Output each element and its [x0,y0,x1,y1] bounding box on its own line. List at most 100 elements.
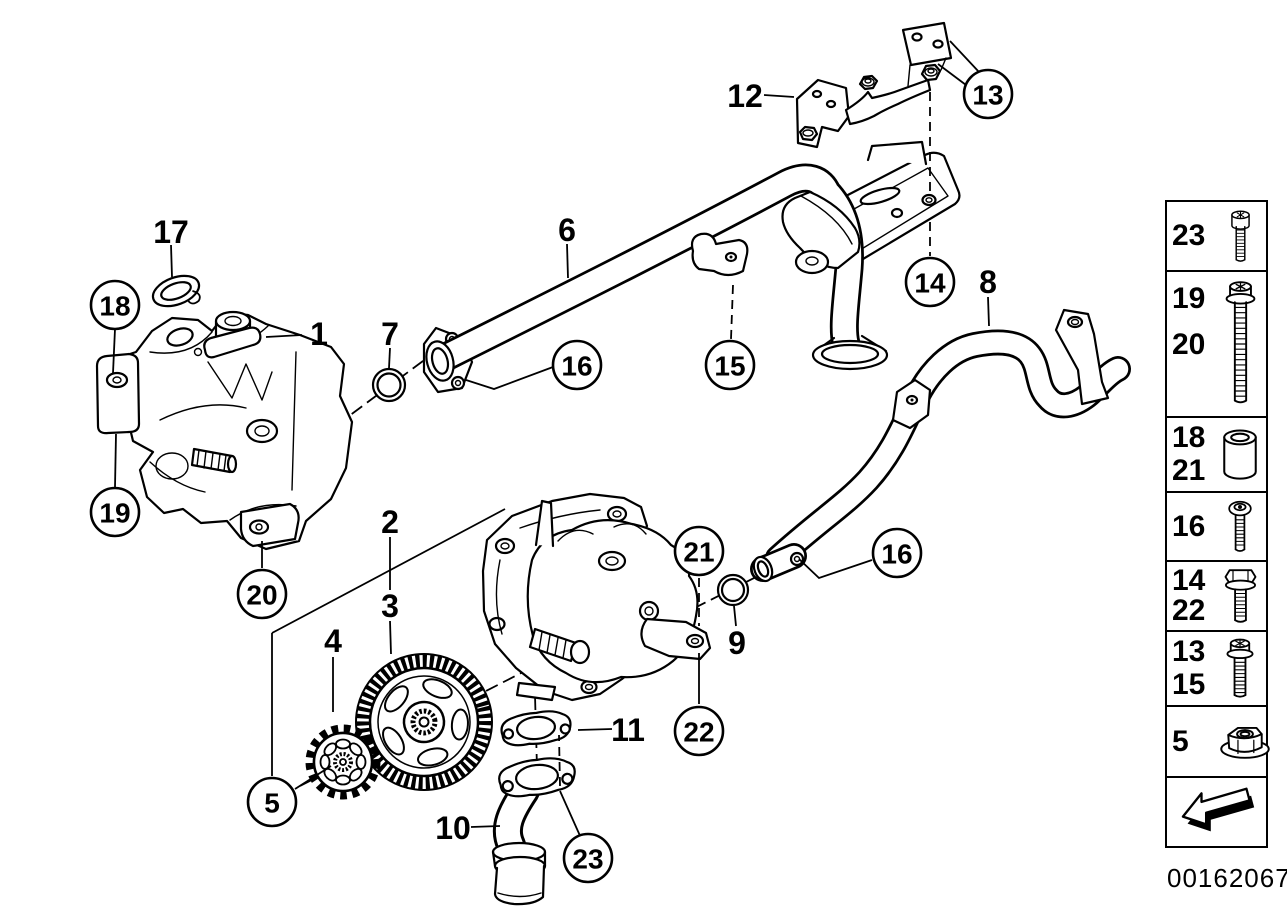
sidebar-item-16[interactable]: 16 [1165,491,1268,562]
leader-line [763,94,795,98]
oil-pipe-8-drawing[interactable] [765,308,1131,571]
return-pipe-10-drawing[interactable] [491,756,577,906]
callout-circled-23[interactable]: 23 [562,832,614,884]
svg-text:17: 17 [153,214,189,250]
leader-line [798,558,873,580]
drive-gear-3-drawing[interactable] [342,640,507,805]
torx-screw-icon [1228,500,1252,552]
leader-line [566,243,569,279]
svg-text:10: 10 [435,810,471,846]
callout-circled-20[interactable]: 20 [236,568,288,620]
svg-text:13: 13 [972,80,1003,111]
callout-plain-7[interactable]: 7 [381,316,399,352]
sidebar-item-13-15[interactable]: 13 15 [1165,630,1268,707]
leader-line [114,433,117,488]
part-number-label: 13 [1172,635,1206,669]
leader-line [465,366,554,390]
part-number-label: 5 [1172,724,1189,758]
leader-line [388,347,391,369]
torx-flange-bolt-icon [1226,638,1254,698]
callout-circled-22[interactable]: 22 [673,705,725,757]
sidebar-item-14-22[interactable]: 14 22 [1165,560,1268,632]
spacer-sleeve-icon [1223,428,1257,480]
callout-plain-11[interactable]: 11 [611,712,645,748]
svg-text:18: 18 [99,291,130,322]
hex-flange-bolt-icon [1224,569,1256,623]
callout-circled-16[interactable]: 16 [551,339,603,391]
callout-circled-5[interactable]: 5 [246,776,298,828]
sidebar-item-18-21[interactable]: 18 21 [1165,416,1268,493]
leader-line [733,605,737,627]
parts-sidebar: 23 19 20 [1165,200,1270,848]
svg-text:2: 2 [381,504,399,540]
part-number-label: 22 [1172,594,1206,627]
leader-line [559,790,582,839]
gasket-11-drawing[interactable] [500,709,572,747]
intake-funnel-drawing[interactable] [781,190,889,371]
leader-line [271,508,506,634]
callout-circled-15[interactable]: 15 [704,339,756,391]
callout-plain-6[interactable]: 6 [558,212,576,248]
sidebar-item-23[interactable]: 23 [1165,200,1268,272]
leader-line [170,244,173,278]
sidebar-item-19-20[interactable]: 19 20 [1165,270,1268,418]
leader-line [558,734,561,787]
sidebar-item-back-arrow[interactable] [1165,776,1268,848]
svg-text:11: 11 [611,712,645,748]
sprocket-4-drawing[interactable] [305,724,381,800]
svg-text:22: 22 [683,717,714,748]
leader-line [470,825,501,828]
socket-head-screw-icon [1230,210,1250,262]
callout-plain-8[interactable]: 8 [979,264,997,300]
svg-text:3: 3 [381,588,399,624]
svg-text:1: 1 [310,316,328,352]
leader-line [937,63,967,86]
back-arrow-icon [1181,787,1254,832]
callout-plain-12[interactable]: 12 [727,78,763,114]
callout-circled-16[interactable]: 16 [871,527,923,579]
leader-line [265,334,303,338]
callout-circled-13[interactable]: 13 [962,68,1014,120]
leader-line [987,296,990,327]
callout-plain-10[interactable]: 10 [435,810,471,846]
callout-plain-4[interactable]: 4 [324,623,342,659]
svg-text:21: 21 [683,537,714,568]
svg-text:16: 16 [881,539,912,570]
part-number-label: 18 [1172,421,1206,455]
leader-line [389,620,392,655]
callout-plain-9[interactable]: 9 [728,625,746,661]
callout-plain-17[interactable]: 17 [153,214,189,250]
oil-pump-2-drawing[interactable] [481,492,712,702]
leader-line [294,765,332,790]
hose-connector-drawing[interactable] [750,543,807,584]
svg-text:12: 12 [727,78,763,114]
part-number-label: 14 [1172,564,1206,597]
svg-text:23: 23 [572,844,603,875]
gasket-17-drawing[interactable] [149,270,205,316]
svg-text:16: 16 [561,351,592,382]
oil-pump-1-drawing[interactable] [95,310,354,551]
callout-circled-19[interactable]: 19 [89,486,141,538]
svg-text:7: 7 [381,316,399,352]
callout-circled-21[interactable]: 21 [673,525,725,577]
leader-line [730,284,734,340]
o-ring-9-drawing[interactable] [716,573,750,607]
suction-pipe-6-drawing[interactable] [422,163,864,394]
pipe-clamp-bracket-drawing[interactable] [690,232,749,277]
callout-circled-14[interactable]: 14 [904,256,956,308]
part-number-label: 20 [1172,328,1206,361]
callout-plain-2[interactable]: 2 [381,504,399,540]
svg-text:5: 5 [264,788,280,819]
sidebar-item-5[interactable]: 5 [1165,705,1270,778]
flange-nut-icon [1220,726,1270,759]
callout-circled-18[interactable]: 18 [89,279,141,331]
leader-line [112,328,116,374]
svg-text:15: 15 [714,351,745,382]
svg-text:8: 8 [979,264,997,300]
callout-plain-1[interactable]: 1 [310,316,328,352]
callout-plain-3[interactable]: 3 [381,588,399,624]
o-ring-7-drawing[interactable] [371,367,407,403]
holder-bracket-12-drawing[interactable] [795,21,953,149]
